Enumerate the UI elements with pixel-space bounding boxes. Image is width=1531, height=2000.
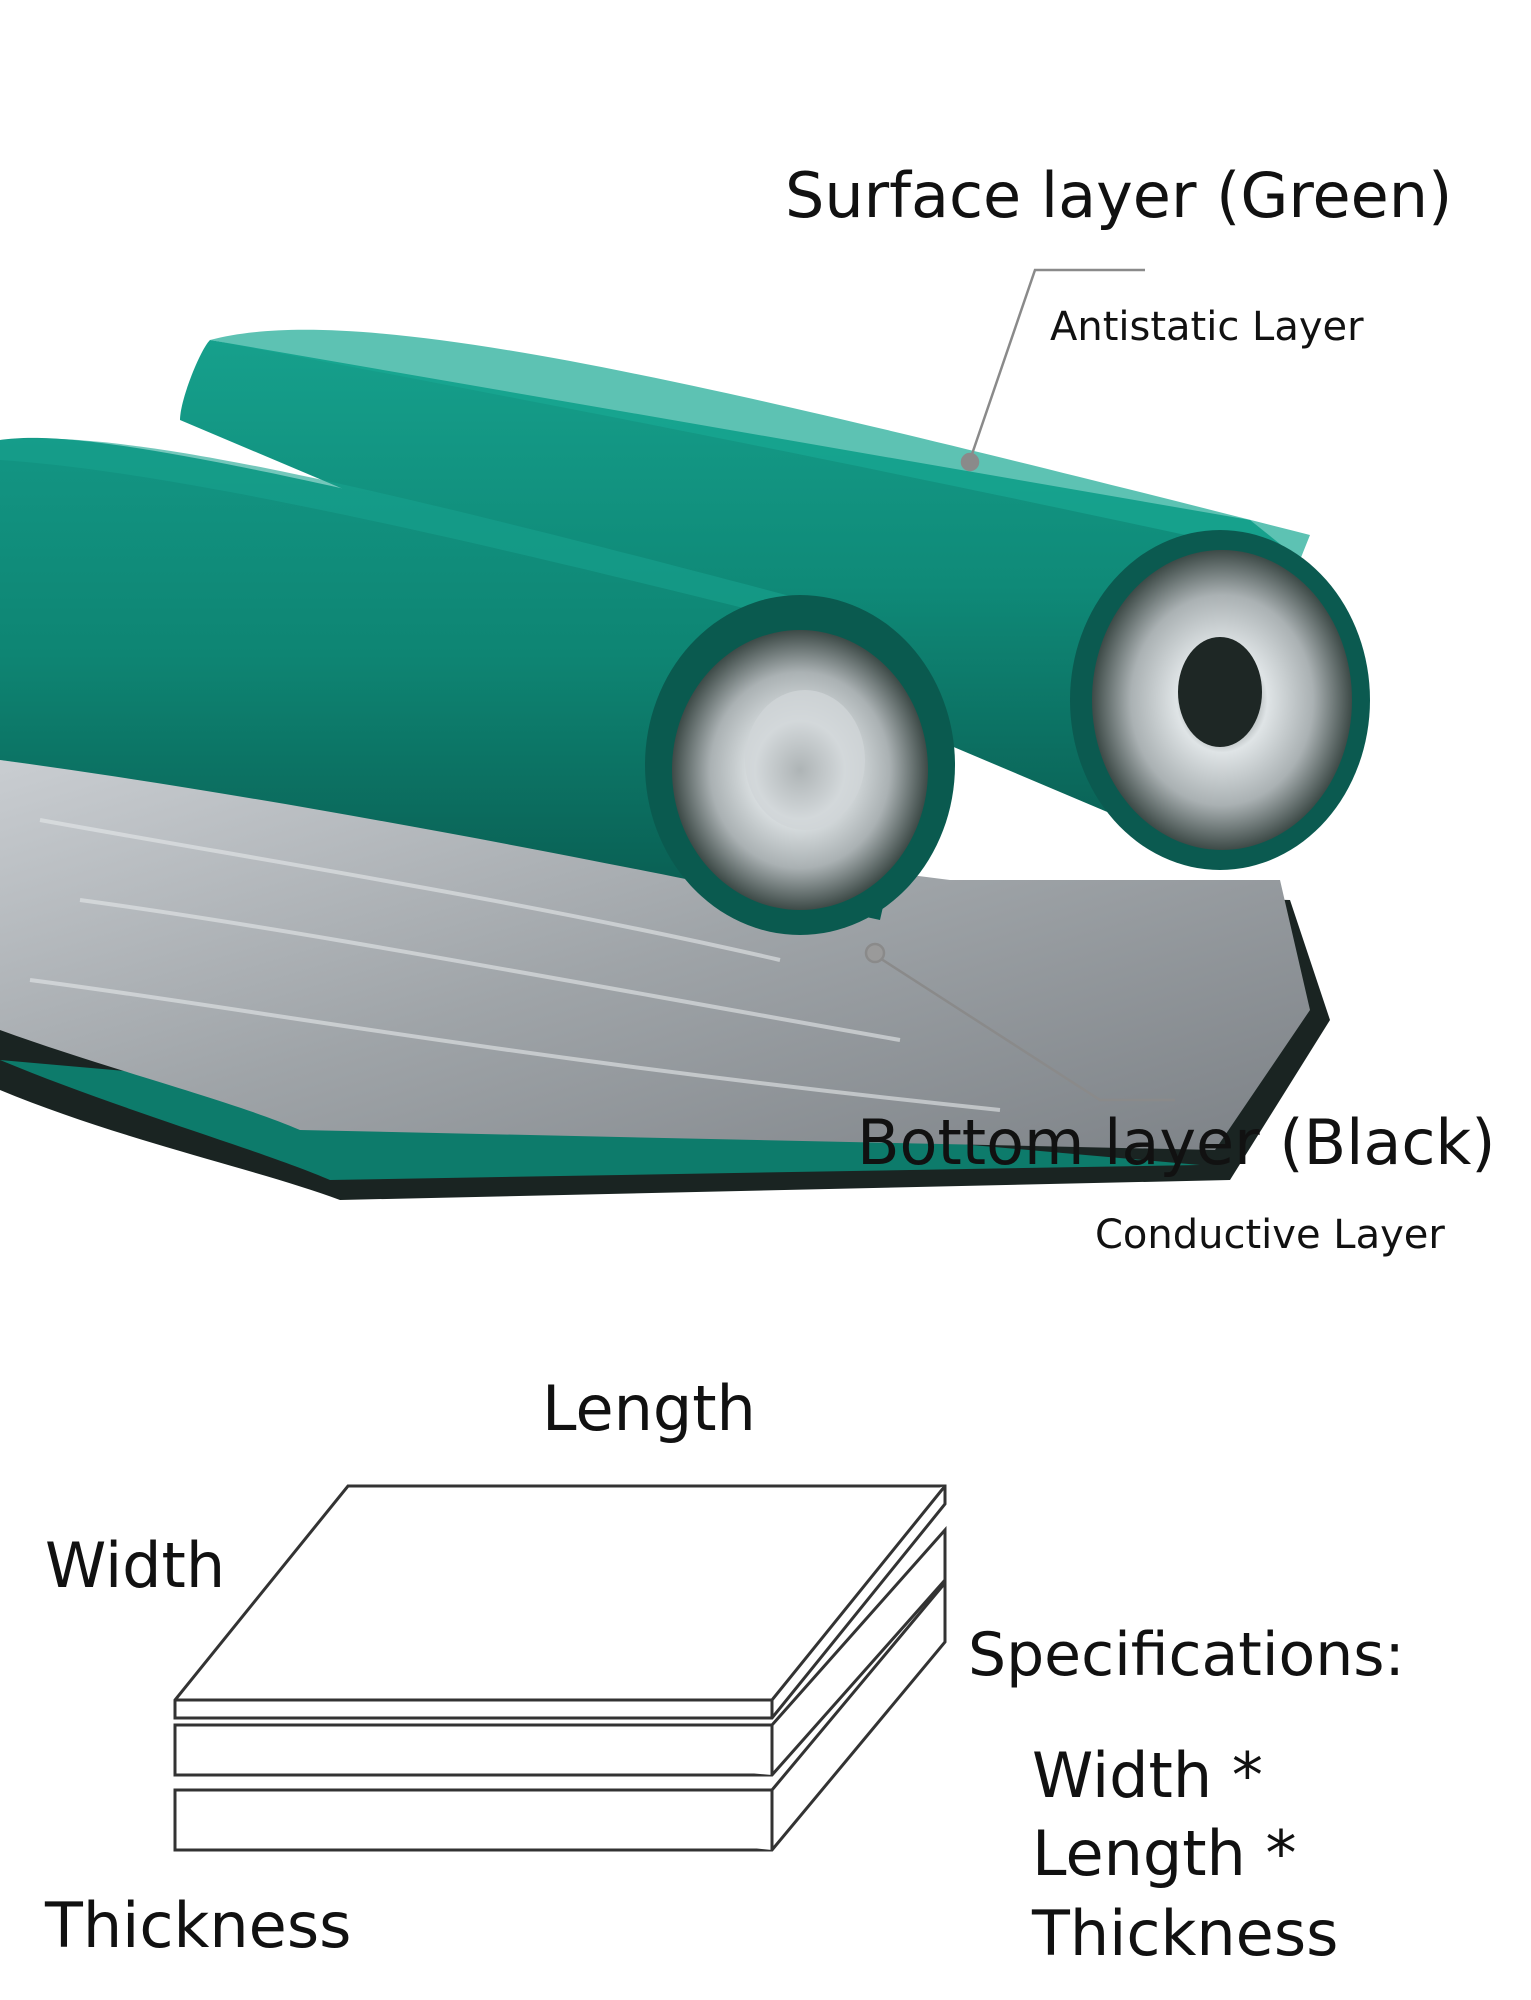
spec-line-length: Length * xyxy=(1032,1817,1297,1890)
thickness-label: Thickness xyxy=(45,1889,352,1962)
surface-layer-subtitle: Antistatic Layer xyxy=(1050,304,1364,350)
flat-mat-sheet xyxy=(0,760,1330,1200)
bottom-sheet xyxy=(173,1578,947,1852)
front-roll xyxy=(0,437,955,935)
layer-stack-diagram xyxy=(173,1484,947,1852)
length-label: Length xyxy=(542,1372,756,1445)
width-label: Width xyxy=(45,1529,226,1602)
surface-leader-line xyxy=(968,268,1145,461)
surface-layer-title: Surface layer (Green) xyxy=(785,159,1453,232)
leader-lines xyxy=(864,268,1175,1102)
spec-line-thickness: Thickness xyxy=(1032,1897,1339,1970)
bottom-leader-line xyxy=(874,953,1175,1102)
back-roll xyxy=(180,329,1370,870)
bottom-layer-subtitle: Conductive Layer xyxy=(1095,1212,1445,1258)
top-sheet xyxy=(173,1484,947,1720)
specifications-title: Specifications: xyxy=(968,1620,1405,1690)
spec-line-width: Width * xyxy=(1032,1739,1263,1812)
surface-leader-dot xyxy=(960,452,980,472)
middle-sheet xyxy=(173,1526,947,1777)
bottom-leader-dot xyxy=(864,942,886,964)
bottom-layer-title: Bottom layer (Black) xyxy=(857,1106,1496,1179)
